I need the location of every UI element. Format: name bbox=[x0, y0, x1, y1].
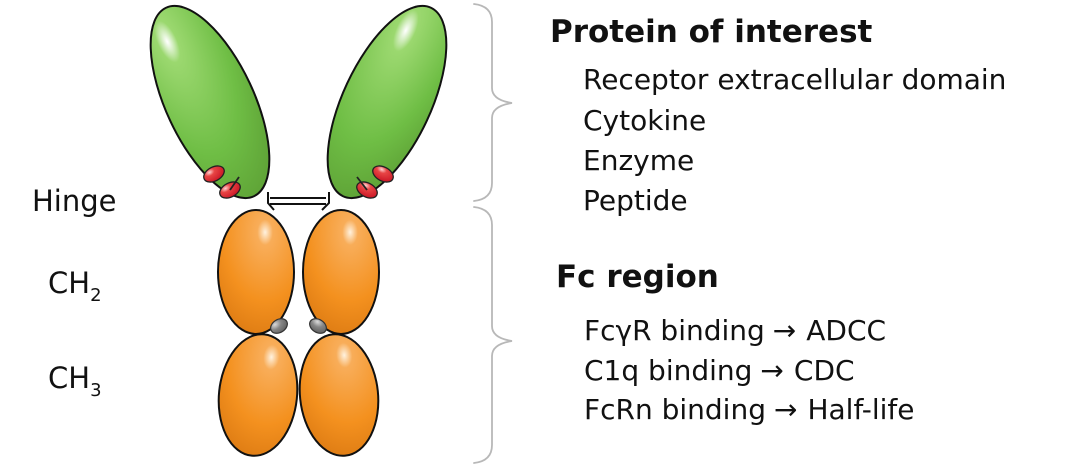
hinge-label: Hinge bbox=[32, 184, 117, 218]
ch2-main-text: CH bbox=[48, 266, 91, 300]
fc-binding-text: C1q binding bbox=[584, 354, 753, 387]
left-red-glycan-icon bbox=[203, 165, 241, 199]
ch2-label: CH2 bbox=[48, 266, 102, 305]
fc-region-title: Fc region bbox=[556, 259, 719, 295]
fc-function-row: FcγR binding→ ADCC bbox=[584, 317, 886, 345]
protein-item: Cytokine bbox=[583, 104, 707, 137]
right-red-glycan-icon bbox=[356, 165, 394, 199]
ch2-domains bbox=[217, 209, 380, 335]
protein-of-interest-title: Protein of interest bbox=[550, 14, 873, 50]
protein-item: Receptor extracellular domain bbox=[583, 63, 1007, 96]
arrow-icon: → bbox=[772, 314, 797, 347]
arrow-icon: → bbox=[760, 354, 784, 387]
ch3-subscript: 3 bbox=[90, 380, 102, 401]
protein-item: Enzyme bbox=[583, 144, 695, 177]
fc-binding-text: FcγR binding bbox=[584, 314, 765, 347]
fc-effect-text: Half-life bbox=[807, 393, 915, 426]
ch3-label: CH3 bbox=[48, 361, 102, 400]
protein-bracket bbox=[473, 3, 513, 202]
ch3-main-text: CH bbox=[48, 361, 91, 395]
fc-binding-text: FcRn binding bbox=[584, 393, 766, 426]
fc-effect-text: CDC bbox=[793, 354, 855, 387]
protein-item: Peptide bbox=[583, 184, 688, 217]
ch3-domains bbox=[217, 333, 380, 457]
right-green-domain bbox=[326, 4, 448, 200]
left-green-domain bbox=[149, 4, 271, 200]
arrow-icon: → bbox=[773, 393, 798, 426]
fc-function-row: FcRn binding→ Half-life bbox=[584, 396, 915, 424]
fc-function-row: C1q binding→ CDC bbox=[584, 357, 855, 385]
fc-effect-text: ADCC bbox=[806, 314, 887, 347]
hinge-region bbox=[267, 192, 330, 211]
fc-bracket bbox=[473, 206, 513, 464]
ch2-subscript: 2 bbox=[90, 285, 102, 306]
fc-gray-glycans bbox=[270, 318, 327, 334]
